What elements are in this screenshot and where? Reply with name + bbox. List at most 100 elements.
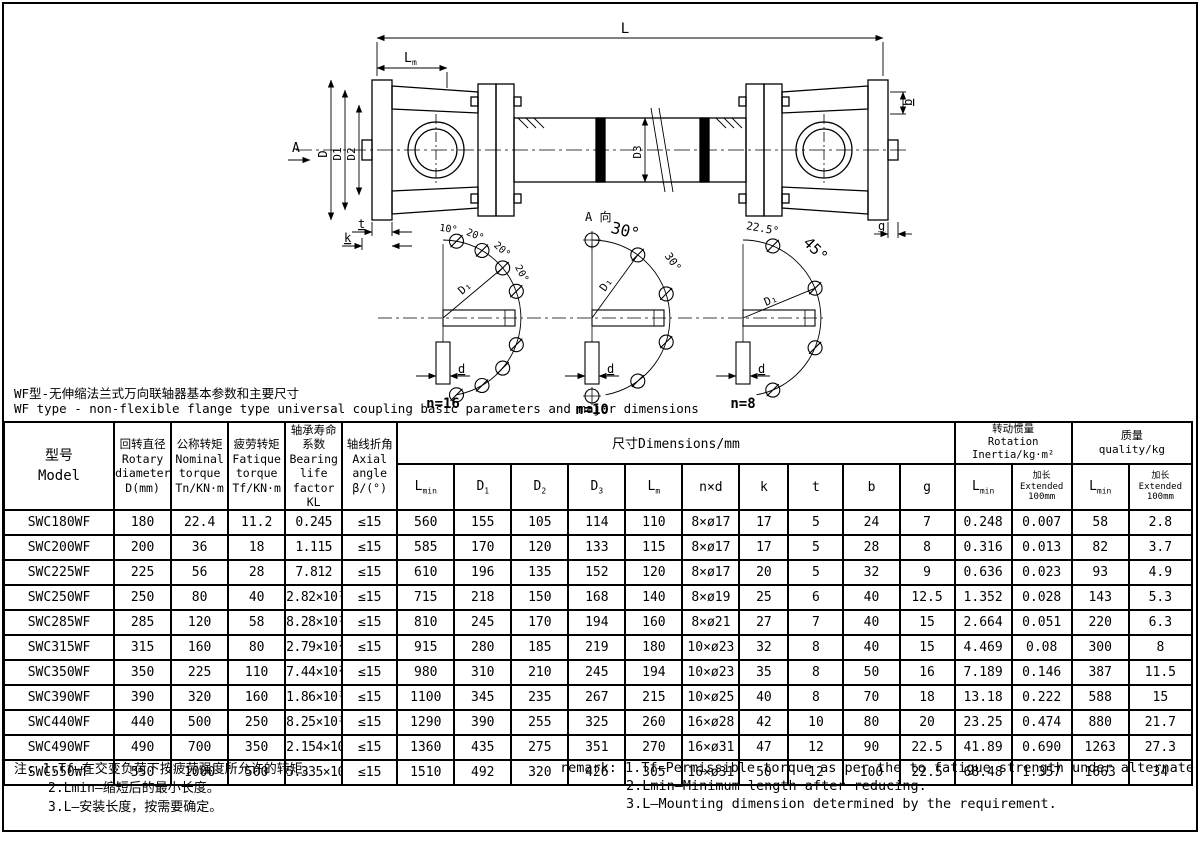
- table-cell: 152: [567, 559, 627, 587]
- table-cell: 210: [510, 659, 570, 687]
- table-cell: SWC490WF: [2, 734, 116, 762]
- coupling-technical-drawing: L L m A D D1 D2 D3 t k b g A 向: [288, 21, 915, 418]
- table-cell: 0.013: [1010, 534, 1073, 562]
- table-cell: ≤15: [341, 709, 399, 737]
- column-header-axial-angle: 轴线折角 Axial angle β/(°): [341, 420, 399, 512]
- column-header-model: 型号 Model: [2, 420, 116, 512]
- hole-d-label: d: [458, 362, 465, 376]
- bolt-count-label: n=8: [730, 396, 755, 412]
- table-cell: 16×ø31: [681, 759, 741, 787]
- table-cell: 23.25: [953, 709, 1013, 737]
- table-cell: 440: [113, 709, 173, 737]
- table-cell: 0.146: [1010, 659, 1073, 687]
- column-header: Lmin: [953, 462, 1013, 512]
- table-cell: 90: [842, 734, 901, 762]
- table-cell: 1290: [396, 709, 456, 737]
- table-cell: 267: [567, 684, 627, 712]
- table-cell: 5: [787, 509, 845, 537]
- table-cell: 300: [1070, 634, 1130, 662]
- table-cell: 1.352: [953, 584, 1013, 612]
- dim-k-label: k: [344, 231, 352, 245]
- note-line: 3.L—安装长度，按需要确定。: [48, 800, 223, 815]
- column-header: Lmin: [1070, 462, 1130, 512]
- table-cell: 8×ø17: [681, 559, 741, 587]
- bolt-diagram-n16: [378, 233, 524, 403]
- table-cell: 250: [113, 584, 173, 612]
- table-cell: 80: [842, 709, 901, 737]
- table-cell: 120: [170, 609, 230, 637]
- dim-Lm-sub: m: [412, 58, 417, 67]
- column-header: Lm: [624, 462, 684, 512]
- table-cell: 1000: [170, 759, 230, 787]
- table-cell: 280: [453, 634, 513, 662]
- bolt-circle-D1-label: D₁: [762, 292, 779, 309]
- table-cell: 8: [898, 534, 956, 562]
- column-header: D3: [567, 462, 627, 512]
- table-cell: 350: [227, 734, 287, 762]
- bolt-diagram-n10: [527, 231, 674, 405]
- table-cell: 8: [787, 684, 845, 712]
- table-cell: 135: [510, 559, 570, 587]
- table-cell: 2.8: [1127, 509, 1194, 537]
- column-header-bearing-life: 轴承寿命 系数 Bearing life factor KL: [284, 420, 344, 512]
- table-cell: 0.028: [1010, 584, 1073, 612]
- table-cell: 270: [624, 734, 684, 762]
- dim-Lm-label: L: [404, 51, 412, 66]
- table-cell: 0.007: [1010, 509, 1073, 537]
- table-cell: 168: [567, 584, 627, 612]
- table-cell: 320: [170, 684, 230, 712]
- table-cell: 500: [170, 709, 230, 737]
- table-cell: 35: [738, 659, 790, 687]
- table-cell: 41.89: [953, 734, 1013, 762]
- sheet-border: [2, 2, 1198, 832]
- note-line: 3.L—Mounting dimension determined by the…: [626, 796, 1057, 812]
- table-cell: 7: [787, 609, 845, 637]
- table-cell: 8.25×10³: [284, 709, 344, 737]
- table-cell: 325: [567, 709, 627, 737]
- table-cell: 7.44×10²: [284, 659, 344, 687]
- table-cell: 15: [898, 634, 956, 662]
- table-cell: 1510: [396, 759, 456, 787]
- table-cell: 40: [227, 584, 287, 612]
- table-cell: 315: [113, 634, 173, 662]
- table-cell: 34: [1127, 759, 1194, 787]
- table-cell: 5.335×10⁴: [284, 759, 344, 787]
- table-cell: 4.469: [953, 634, 1013, 662]
- table-cell: 160: [624, 609, 684, 637]
- angle-label: 30°: [609, 218, 642, 243]
- table-cell: 390: [453, 709, 513, 737]
- angle-label: 20°: [512, 263, 530, 284]
- dim-b-label: b: [901, 99, 915, 106]
- table-cell: 585: [396, 534, 456, 562]
- coupling-assembly-view: [296, 79, 910, 221]
- table-cell: 133: [567, 534, 627, 562]
- table-cell: 8×ø19: [681, 584, 741, 612]
- table-cell: 56: [170, 559, 230, 587]
- table-cell: ≤15: [341, 659, 399, 687]
- table-cell: 8.28×10¹: [284, 609, 344, 637]
- drawing-title-cn: WF型-无伸缩法兰式万向联轴器基本参数和主要尺寸: [14, 386, 300, 401]
- table-cell: 105: [510, 509, 570, 537]
- table-cell: SWC225WF: [2, 559, 116, 587]
- hole-d-label: d: [758, 362, 765, 376]
- table-cell: 58: [1070, 509, 1130, 537]
- table-cell: 2.82×10¹: [284, 584, 344, 612]
- table-cell: 245: [453, 609, 513, 637]
- table-cell: ≤15: [341, 759, 399, 787]
- angle-label: 45°: [800, 234, 832, 266]
- table-cell: 0.248: [953, 509, 1013, 537]
- table-cell: 700: [170, 734, 230, 762]
- table-cell: 8×ø21: [681, 609, 741, 637]
- table-cell: 22.5: [898, 734, 956, 762]
- table-cell: ≤15: [341, 734, 399, 762]
- column-header: 加长 Extended 100mm: [1127, 462, 1194, 512]
- table-cell: 93: [1070, 559, 1130, 587]
- table-cell: 310: [453, 659, 513, 687]
- angle-label: 20°: [465, 227, 486, 244]
- table-cell: SWC550WF: [2, 759, 116, 787]
- table-cell: SWC180WF: [2, 509, 116, 537]
- table-cell: 100: [842, 759, 901, 787]
